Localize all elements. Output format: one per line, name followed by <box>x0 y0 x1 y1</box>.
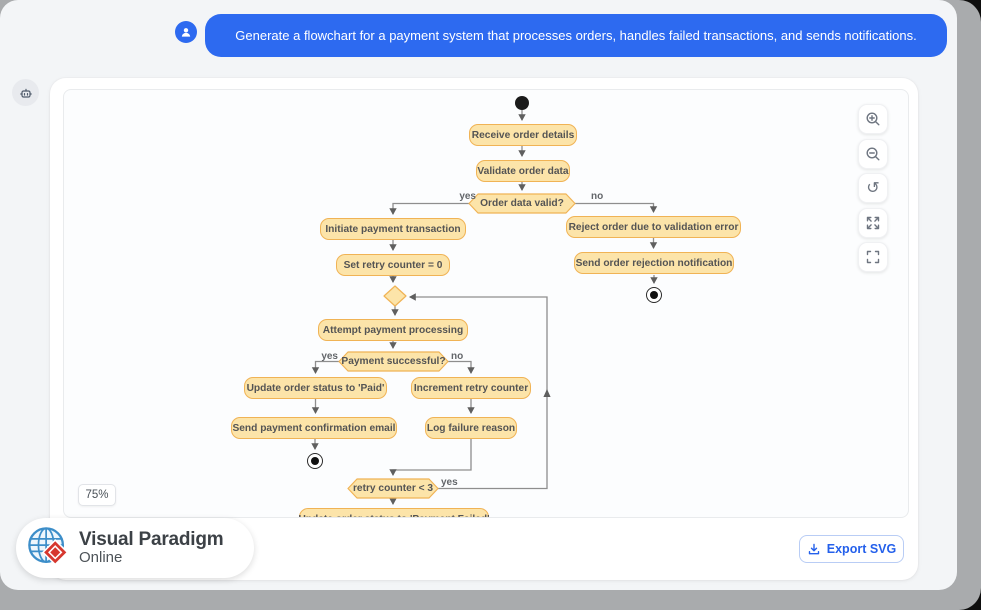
flowchart-edges <box>311 110 658 506</box>
brand-product: Online <box>79 549 123 567</box>
decision-order-valid-shape <box>468 193 576 214</box>
node-set-retry: Set retry counter = 0 <box>336 254 450 276</box>
diagram-card: Receive order details Validate order dat… <box>50 78 918 580</box>
user-avatar <box>175 21 197 43</box>
zoom-level-badge: 75% <box>78 484 116 506</box>
brand-text: Visual Paradigm Online <box>79 528 224 567</box>
expand-button[interactable] <box>858 207 888 238</box>
decision-order-valid-label: Order data valid? <box>480 198 564 209</box>
fit-screen-button[interactable] <box>858 242 888 272</box>
node-reject-order: Reject order due to validation error <box>566 216 741 238</box>
edge-label-no: no <box>451 351 464 362</box>
edge-label-yes: yes <box>441 477 458 488</box>
edge-label-yes: yes <box>459 191 476 202</box>
node-attempt-payment: Attempt payment processing <box>318 319 468 341</box>
robot-icon <box>19 88 32 98</box>
export-svg-button[interactable]: Export SVG <box>799 535 904 563</box>
fit-screen-icon <box>866 250 880 264</box>
export-svg-label: Export SVG <box>826 542 897 556</box>
node-update-paid: Update order status to 'Paid' <box>244 377 387 399</box>
node-increment-retry: Increment retry counter <box>411 377 531 399</box>
edge-label-yes: yes <box>321 351 338 362</box>
zoom-in-button[interactable] <box>858 104 888 134</box>
merge-diamond <box>383 285 407 307</box>
end-node-payment <box>307 453 323 469</box>
user-message-bubble: Generate a flowchart for a payment syste… <box>205 14 947 57</box>
decision-payment-success-shape <box>338 351 449 372</box>
node-validate-order: Validate order data <box>476 160 570 182</box>
download-icon <box>808 543 819 555</box>
reset-view-button[interactable]: ↺ <box>858 173 888 203</box>
app-window: Generate a flowchart for a payment syste… <box>0 0 957 590</box>
node-log-failure: Log failure reason <box>425 417 517 439</box>
node-receive-order: Receive order details <box>469 124 577 146</box>
assistant-avatar <box>12 79 39 106</box>
diagram-canvas[interactable]: Receive order details Validate order dat… <box>63 89 909 518</box>
visual-paradigm-logo[interactable]: Visual Paradigm Online <box>16 518 254 578</box>
node-initiate-payment: Initiate payment transaction <box>320 218 466 240</box>
zoom-out-button[interactable] <box>858 138 888 169</box>
brand-name: Visual Paradigm <box>79 528 224 550</box>
decision-retry-counter-shape <box>347 478 439 499</box>
node-update-failed: Update order status to 'Payment Failed' <box>298 508 490 517</box>
node-send-confirmation: Send payment confirmation email <box>231 417 397 439</box>
edge-label-no: no <box>591 191 604 202</box>
start-node <box>515 96 529 110</box>
end-node-rejection <box>646 287 662 303</box>
decision-payment-success-label: Payment successful? <box>341 356 446 367</box>
canvas-controls: ↺ <box>858 104 888 272</box>
user-icon <box>181 28 191 37</box>
reset-icon: ↺ <box>866 178 880 197</box>
globe-logo-icon <box>28 527 69 566</box>
expand-icon <box>866 216 880 229</box>
zoom-in-icon <box>866 112 880 126</box>
node-send-rejection: Send order rejection notification <box>574 252 734 274</box>
decision-retry-counter-label: retry counter < 3 <box>352 483 434 494</box>
zoom-out-icon <box>866 146 880 160</box>
